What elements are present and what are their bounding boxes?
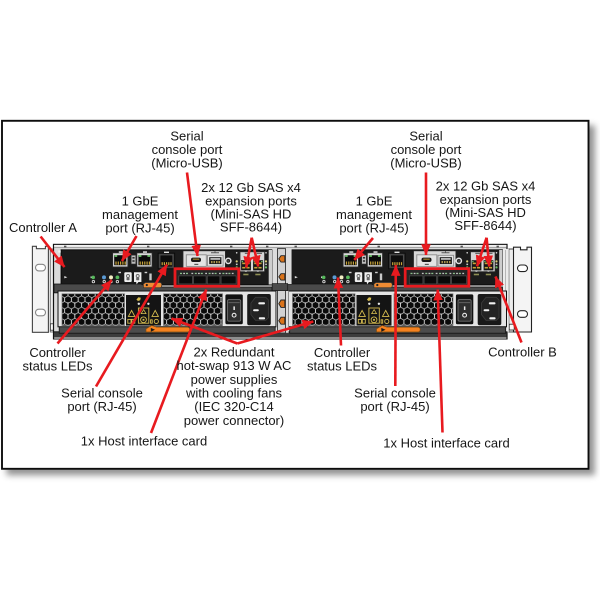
svg-text:console port: console port [152, 142, 223, 157]
svg-text:(Mini-SAS HD: (Mini-SAS HD [211, 207, 292, 222]
svg-text:(Micro-USB): (Micro-USB) [151, 156, 223, 171]
svg-text:port (RJ-45): port (RJ-45) [67, 399, 136, 414]
svg-text:Serial console: Serial console [354, 386, 436, 401]
svg-text:console port: console port [391, 142, 462, 157]
svg-text:management: management [102, 207, 178, 222]
svg-text:power supplies: power supplies [191, 372, 278, 387]
svg-text:management: management [336, 207, 412, 222]
svg-text:expansion ports: expansion ports [440, 192, 532, 207]
svg-text:Serial: Serial [170, 129, 203, 144]
svg-text:Serial console: Serial console [61, 386, 143, 401]
svg-text:Controller: Controller [29, 345, 86, 360]
svg-text:1 GbE: 1 GbE [356, 194, 393, 209]
svg-text:SFF-8644): SFF-8644) [220, 220, 282, 235]
svg-text:port (RJ-45): port (RJ-45) [339, 221, 408, 236]
svg-text:expansion ports: expansion ports [205, 193, 297, 208]
svg-text:Serial: Serial [409, 129, 442, 144]
svg-text:1x Host interface card: 1x Host interface card [383, 436, 509, 451]
svg-text:(Micro-USB): (Micro-USB) [390, 156, 462, 171]
svg-text:status LEDs: status LEDs [307, 358, 378, 373]
svg-text:Controller A: Controller A [9, 220, 77, 235]
svg-text:with cooling fans: with cooling fans [185, 386, 283, 401]
svg-text:(IEC 320-C14: (IEC 320-C14 [194, 399, 273, 414]
svg-text:Controller B: Controller B [488, 345, 557, 360]
svg-text:status LEDs: status LEDs [22, 358, 93, 373]
svg-text:(Mini-SAS HD: (Mini-SAS HD [445, 205, 526, 220]
svg-text:power connector): power connector) [184, 413, 284, 428]
svg-text:2x Redundant: 2x Redundant [194, 345, 275, 360]
svg-text:1 GbE: 1 GbE [122, 194, 159, 209]
svg-text:hot-swap 913 W AC: hot-swap 913 W AC [177, 358, 292, 373]
svg-text:2x 12 Gb SAS x4: 2x 12 Gb SAS x4 [436, 179, 536, 194]
svg-text:SFF-8644): SFF-8644) [454, 218, 516, 233]
svg-text:Controller: Controller [314, 345, 371, 360]
svg-text:2x 12 Gb SAS x4: 2x 12 Gb SAS x4 [201, 180, 301, 195]
svg-text:port (RJ-45): port (RJ-45) [360, 399, 429, 414]
svg-text:port (RJ-45): port (RJ-45) [105, 221, 174, 236]
svg-text:1x Host interface card: 1x Host interface card [81, 434, 207, 449]
